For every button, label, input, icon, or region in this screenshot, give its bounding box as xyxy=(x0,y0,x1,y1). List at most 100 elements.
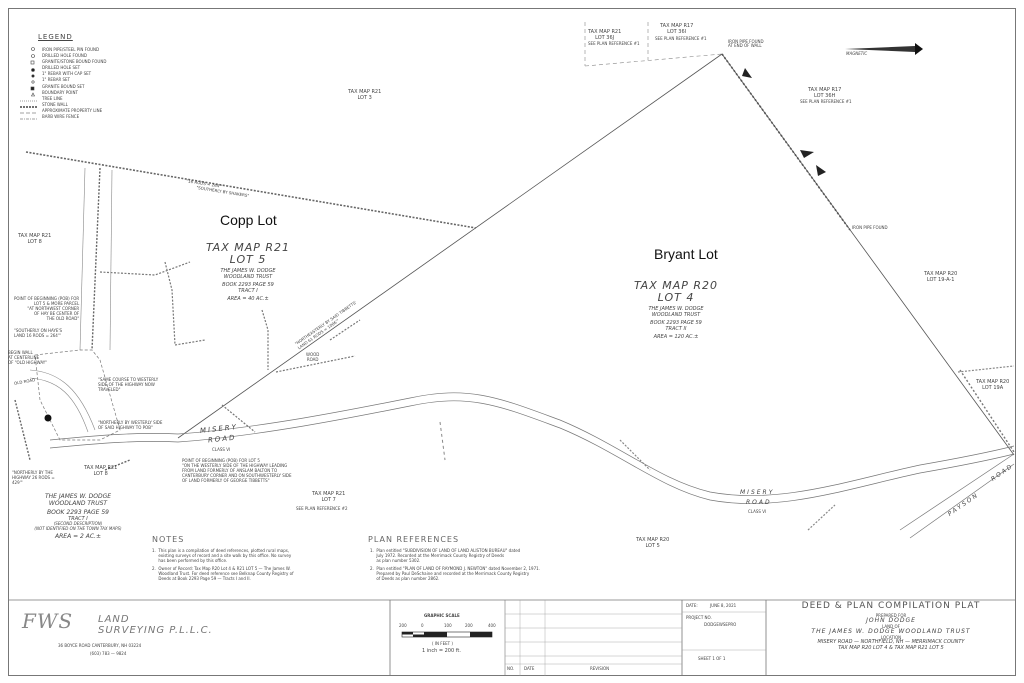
legend-item: 1" REBAR SET xyxy=(42,77,71,83)
legend-symbols xyxy=(20,47,38,120)
abutter-line-2 xyxy=(584,53,723,67)
misery-road-label-2: MISERY xyxy=(740,489,775,496)
scale-ratio: 1 inch = 200 ft. xyxy=(422,648,461,654)
scale-tick: 400 xyxy=(488,623,496,628)
lot4-map: TAX MAP R20 xyxy=(633,279,719,292)
misery-road-class-1: CLASS VI xyxy=(212,447,231,452)
lot8-note: (NOT IDENTIFIED ON THE TOWN TAX MAPS) xyxy=(34,525,122,531)
location-label: LOCATION xyxy=(880,634,902,640)
north-arrow-label: MAGNETIC xyxy=(846,51,868,56)
abutter-r21-36j: TAX MAP R21 LOT 36J xyxy=(588,29,622,41)
abutter-r20-19a: TAX MAP R20 LOT 19A xyxy=(976,379,1010,391)
direction-arrow-3 xyxy=(742,68,752,78)
lot5-area: AREA = 40 AC.± xyxy=(227,296,269,303)
copp-lot-label: Copp Lot xyxy=(220,212,277,228)
abutter-r20-5: TAX MAP R20 LOT 5 xyxy=(636,537,670,549)
plan-refs-title: PLAN REFERENCES xyxy=(368,535,460,544)
interior-wall-4 xyxy=(275,355,356,373)
plan-ref-2: 2. Plan entitled "PLAN OF LAND OF RAYMON… xyxy=(370,566,540,581)
legend-item: BARB WIRE FENCE xyxy=(42,114,80,120)
plat-sheet xyxy=(8,8,1016,676)
bryant-lot-label: Bryant Lot xyxy=(654,246,718,262)
boundary-point-marker xyxy=(44,414,52,422)
company-address: 36 BOYCE ROAD CANTERBURY, NH 03224 xyxy=(58,643,142,648)
legend-item: TREE LINE xyxy=(42,95,63,101)
payson-road-edge2 xyxy=(909,463,1015,539)
north-arrow xyxy=(845,43,923,55)
graphic-scale-title: GRAPHIC SCALE xyxy=(424,613,460,618)
pob-lot5-annotation: POINT OF BEGINNING (POB) FOR LOT 5 & MOR… xyxy=(14,296,80,321)
abutter-r17-36h-ref: SEE PLAN REFERENCE #1 xyxy=(800,99,852,104)
direction-arrow-2 xyxy=(816,165,826,176)
misery-road-class-2: CLASS VI xyxy=(748,509,767,514)
land-of: LAND OF xyxy=(882,623,900,629)
abutter-r21-36j-ref: SEE PLAN REFERENCE #1 xyxy=(588,41,640,46)
northerly-annotation: "NORTHERLY BY WESTERLY SIDE OF SAID HIGH… xyxy=(98,420,163,430)
lot5-map: TAX MAP R21 xyxy=(205,241,291,254)
legend-item: BOUNDARY POINT xyxy=(42,89,78,95)
misery-road-label-2b: ROAD xyxy=(746,499,772,506)
interior-wall-3 xyxy=(261,309,269,370)
misery-road-south-edge xyxy=(49,400,1015,504)
stone-wall-north xyxy=(25,151,477,229)
abutter-r21-3: TAX MAP R21 LOT 3 xyxy=(348,89,382,101)
scale-tick: 200 xyxy=(465,623,473,628)
abutter-r17-36i: TAX MAP R17 LOT 36I xyxy=(660,23,694,35)
lot8-desc: (SECOND DESCRIPTION) xyxy=(53,521,103,527)
stone-wall-west xyxy=(91,167,101,351)
abutter-r21-7: TAX MAP R21 LOT 7 xyxy=(312,491,346,503)
lot4-lot: LOT 4 xyxy=(657,291,695,305)
lot-line-hatched-upper xyxy=(721,53,851,231)
legend-item: STONE WALL xyxy=(42,101,68,107)
lot8-boundary xyxy=(34,349,121,441)
same-course-annotation: "SAME COURSE TO WESTERLY SIDE OF THE HIG… xyxy=(98,377,159,392)
scale-unit: ( IN FEET ) xyxy=(432,641,453,646)
northerly-highway-annotation: "NORTHERLY BY THE HIGHWAY 26 RODS = 429'… xyxy=(12,470,55,485)
legend-item: 1" REBAR WITH CAP SET xyxy=(42,71,92,77)
old-road xyxy=(29,369,96,431)
abutter-r21-7-ref: SEE PLAN REFERENCE #2 xyxy=(296,506,348,511)
lot5-tract: TRACT I xyxy=(238,287,258,294)
road-west-line xyxy=(79,167,86,351)
iron-pipe-wall-annotation: IRON PIPE FOUND AT END OF WALL xyxy=(728,39,764,49)
plat-title: DEED & PLAN COMPILATION PLAT xyxy=(801,601,981,611)
graphic-scale-bar xyxy=(401,631,493,638)
legend-item: DRILLED HOLE FOUND xyxy=(42,53,88,59)
direction-arrow-1 xyxy=(800,150,814,158)
hatched-wall-s xyxy=(104,459,131,471)
abutter-r20-19: TAX MAP R20 LOT 19-A-1 xyxy=(924,271,958,283)
lot5-block: TAX MAP R21 LOT 5 THE JAMES W. DODGE WOO… xyxy=(198,241,298,303)
payson-road-edge1 xyxy=(899,453,1015,531)
lot-line-ne xyxy=(721,53,1015,456)
company-name: LAND SURVEYING P.L.L.C. xyxy=(98,614,213,636)
wood-road-label: WOOD ROAD xyxy=(306,352,320,362)
legend-title: LEGEND xyxy=(38,33,73,41)
lot8-owner: THE JAMES W. DODGE xyxy=(44,493,112,500)
lot4-trust: WOODLAND TRUST xyxy=(651,311,701,318)
interior-wall-2 xyxy=(164,261,206,346)
plan-ref-1: 1. Plan entitled "SUBDIVISION OF LAND OF… xyxy=(370,548,521,563)
legend-list: IRON PIPE/STEEL PIN FOUND DRILLED HOLE F… xyxy=(42,47,106,120)
lot8-tract: TRACT I xyxy=(68,515,88,522)
sheet-number: SHEET 1 OF 1 xyxy=(698,656,726,661)
note-1: 1. This plan is a compilation of deed re… xyxy=(152,548,292,563)
legend-item: DRILLED HOLE SET xyxy=(42,65,81,71)
note-2: 2. Owner of Record: Tax Map R20 Lot 4 & … xyxy=(152,566,294,581)
pob-lot5-road-annotation: POINT OF BEGINNING (POB) FOR LOT 5 "ON T… xyxy=(182,458,292,483)
abutter-r21-8: TAX MAP R21 LOT 8 xyxy=(18,233,52,245)
location-value: MISERY ROAD — NORTHFIELD, NH — MERRIMACK… xyxy=(817,639,965,646)
scale-tick: 200 xyxy=(399,623,407,628)
scale-tick: 100 xyxy=(444,623,452,628)
parcels-value: TAX MAP R20 LOT 4 & TAX MAP R21 LOT 5 xyxy=(838,644,944,651)
lot5-owner: THE JAMES W. DODGE xyxy=(220,268,276,275)
legend-item: APPROXIMATE PROPERTY LINE xyxy=(42,107,103,113)
company-phone: (603) 783 — 9824 xyxy=(90,651,127,656)
abutter-r21-8b: TAX MAP R21 LOT 8 xyxy=(84,465,118,477)
begin-wall-annotation: BEGIN WALL AT CENTERLINE OF "OLD HIGHWAY… xyxy=(8,350,48,365)
project-label: PROJECT NO. xyxy=(686,615,712,620)
interior-wall-5 xyxy=(221,404,256,433)
scale-tick: 0 xyxy=(421,623,424,628)
lot-line-hatched-lower xyxy=(959,369,1015,453)
lot8-book: BOOK 2293 PAGE 59 xyxy=(47,509,109,517)
